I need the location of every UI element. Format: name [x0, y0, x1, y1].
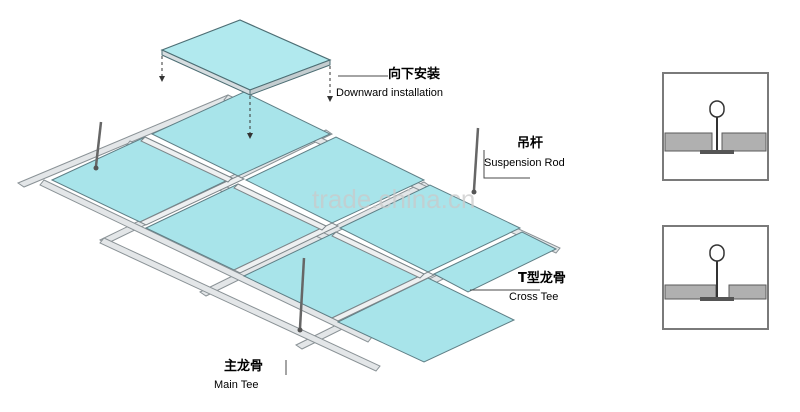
tee-profiles: [138, 136, 436, 322]
label-rod-en: Suspension Rod: [484, 157, 565, 169]
rod-left: [94, 121, 103, 167]
label-downward-cn: 向下安装: [388, 66, 440, 82]
label-rod-cn: 吊杆: [517, 135, 543, 151]
detail-bulb: [709, 100, 725, 118]
rod-front: [298, 257, 306, 329]
labels: 向下安装 Downward installation 吊杆 Suspension…: [214, 66, 566, 391]
detail-tee-flange: [700, 297, 734, 301]
label-main-tee-cn: 主龙骨: [224, 358, 263, 374]
tee-e: [233, 183, 327, 231]
floating-panel-edge-right: [249, 59, 331, 96]
leader-rod: [483, 150, 530, 179]
detail-tile-left: [664, 284, 717, 300]
panel-6: [338, 184, 522, 273]
tee-c: [330, 271, 436, 322]
ceiling-grid: [16, 19, 561, 372]
panel-2: [150, 91, 332, 177]
floating-panel: [159, 19, 333, 139]
detail-tile-left: [664, 132, 713, 152]
leader-lines: [285, 75, 540, 375]
detail-frame: [662, 72, 769, 181]
panel-8: [432, 231, 558, 293]
panel-4: [244, 136, 426, 224]
rod-right: [472, 127, 480, 191]
drop-arrows: [159, 76, 333, 139]
label-main-tee-en: Main Tee: [214, 379, 258, 391]
detail-bulb: [709, 244, 725, 262]
install-detail-bottom: [662, 225, 769, 330]
drop-guides: [161, 56, 331, 135]
tee-d: [140, 136, 233, 183]
label-downward-en: Downward installation: [336, 87, 443, 99]
label-cross-tee-en: Cross Tee: [509, 291, 558, 303]
tee-f: [331, 231, 425, 279]
label-cross-tee-cn: T型龙骨: [518, 270, 566, 286]
detail-tile-right: [728, 284, 767, 300]
suspension-rods: [94, 121, 480, 329]
install-detail-top: [662, 72, 769, 181]
cross-tee-rail-edge: [99, 237, 381, 372]
watermark: trade.china.cn: [312, 184, 475, 214]
tee-a: [138, 175, 246, 226]
detail-frame: [662, 225, 769, 330]
rod-hangers: [93, 165, 477, 333]
detail-tile-right: [721, 132, 767, 152]
tee-b: [232, 222, 340, 274]
detail-tee-flange: [700, 150, 734, 154]
floating-panel-top: [160, 19, 332, 91]
